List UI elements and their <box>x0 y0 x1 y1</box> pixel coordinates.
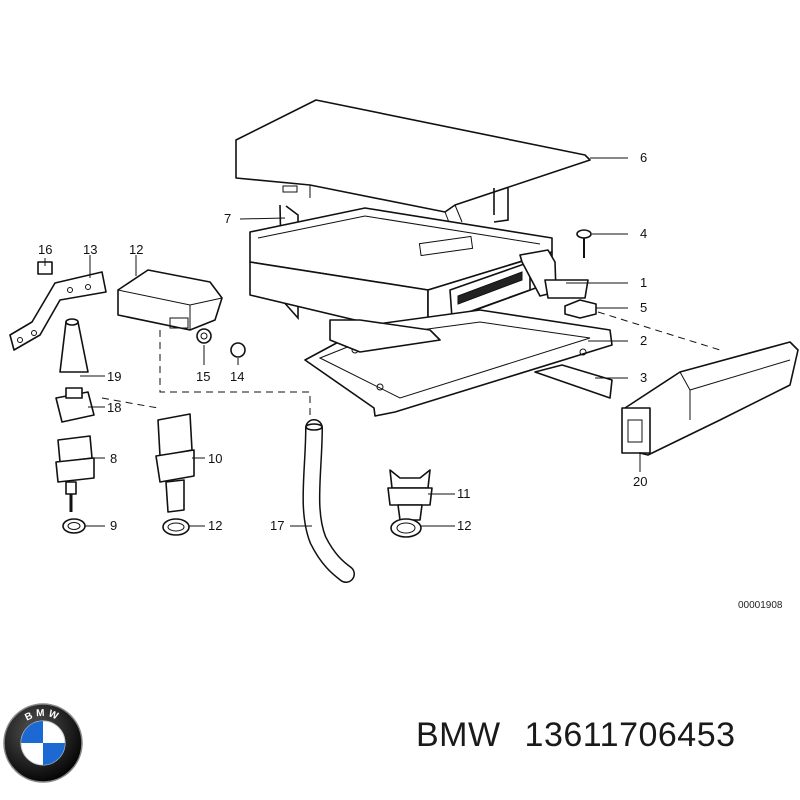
callout-1: 1 <box>640 275 647 290</box>
part-number-caption: BMW 13611706453 <box>416 716 736 755</box>
callout-4: 4 <box>640 226 647 241</box>
part-cover-housing <box>621 341 799 456</box>
part-relay <box>117 269 223 331</box>
part-grommet-16 <box>196 328 212 344</box>
callout-18: 17 <box>270 518 284 533</box>
part-sealing-ring-12-left <box>162 518 190 536</box>
part-rubber-boot <box>59 318 89 373</box>
callout-17: 16 <box>38 242 52 257</box>
callout-9: 9 <box>110 518 117 533</box>
bmw-logo: BMW <box>3 703 83 783</box>
callout-12-right: 12 <box>457 518 471 533</box>
callout-2: 2 <box>640 333 647 348</box>
assembly-dashed-lines <box>101 311 721 420</box>
part-temperature-sensor <box>55 435 95 512</box>
part-thermo-switch <box>387 469 433 521</box>
part-cover-lid <box>235 99 591 231</box>
part-sealing-ring-12-right <box>390 518 422 538</box>
callout-21: 20 <box>633 474 647 489</box>
part-sealing-ring-9 <box>62 518 86 534</box>
brand-name: BMW <box>416 716 501 754</box>
callout-10: 10 <box>208 451 222 466</box>
callout-19: 18 <box>107 400 121 415</box>
svg-text:BMW: BMW <box>23 708 62 724</box>
callout-15: 14 <box>230 369 244 384</box>
part-screw <box>576 229 592 258</box>
part-clip-nut <box>564 299 597 319</box>
callout-11: 11 <box>457 486 471 501</box>
part-mounting-plate <box>304 309 613 417</box>
part-sender-unit <box>155 413 195 513</box>
callout-13: 12 <box>129 242 143 257</box>
callout-labels: 6 7 4 1 5 2 3 16 13 12 15 14 19 18 8 10 … <box>38 150 647 533</box>
part-number: 13611706453 <box>524 716 736 754</box>
part-control-unit <box>249 207 589 336</box>
callout-leader-lines <box>44 157 641 527</box>
callout-16: 15 <box>196 369 210 384</box>
callout-12-left: 12 <box>208 518 222 533</box>
callout-5: 5 <box>640 300 647 315</box>
part-angle-bracket <box>9 271 107 351</box>
part-plug-connector <box>55 387 95 423</box>
callout-7: 7 <box>224 211 231 226</box>
callout-6: 6 <box>640 150 647 165</box>
callout-14: 13 <box>83 242 97 257</box>
callout-8: 8 <box>110 451 117 466</box>
drawing-number: 00001908 <box>738 600 783 611</box>
callout-20: 19 <box>107 369 121 384</box>
part-vacuum-hose <box>302 419 355 583</box>
part-grommet-15 <box>230 342 246 358</box>
part-strap <box>534 364 613 399</box>
callout-3: 3 <box>640 370 647 385</box>
